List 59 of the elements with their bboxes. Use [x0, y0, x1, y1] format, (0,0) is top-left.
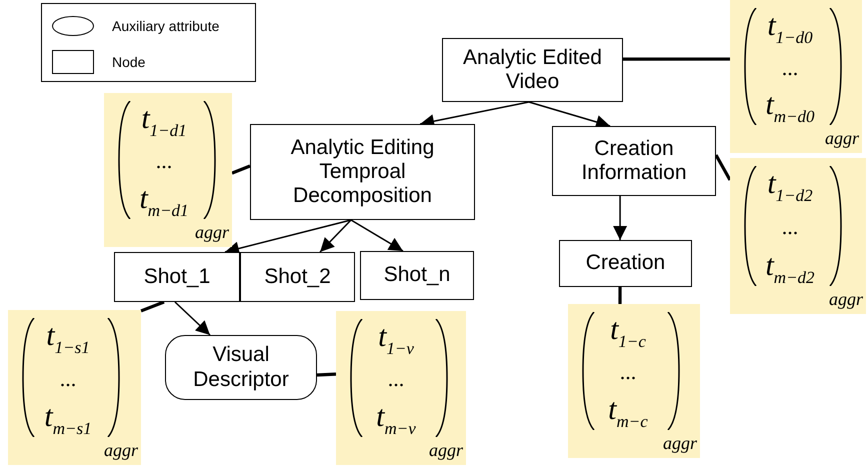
legend-label: Auxiliary attribute	[112, 18, 220, 34]
connector-line	[140, 300, 165, 312]
vector-entry: t$_{m−c}$	[608, 392, 648, 432]
connector-line	[231, 164, 251, 175]
vector-entry: t$_{1−d2}$	[767, 166, 813, 206]
node-label: Analytic Edited Video	[462, 46, 603, 94]
node-box	[442, 38, 623, 102]
node-box	[552, 126, 716, 196]
subscript-label: aggr	[428, 440, 463, 461]
connector-line	[623, 57, 730, 61]
node-label: Creation	[586, 251, 666, 276]
ellipsis: ...	[156, 150, 172, 172]
node-label: Creation Information	[580, 136, 688, 186]
ellipsis: ...	[60, 368, 76, 390]
vector-entry: t$_{m−d0}$	[765, 86, 815, 127]
arrow	[174, 301, 210, 336]
vector-entry: t$_{1−s1}$	[46, 318, 90, 358]
connector-line	[618, 287, 622, 304]
vector-entry: t$_{1−c}$	[610, 312, 646, 352]
ellipsis: ...	[782, 56, 798, 78]
connector-line	[714, 154, 732, 181]
vector-entry: t$_{1−d1}$	[141, 101, 187, 142]
node-label: Analytic Editing Temproal Decomposition	[290, 136, 436, 208]
vector-entry: t$_{m−d2}$	[765, 248, 815, 288]
ellipsis: ...	[782, 216, 798, 238]
node-box	[360, 251, 474, 300]
vector-entry: t$_{m−s1}$	[44, 398, 92, 439]
attribute-vector-panel	[336, 311, 466, 465]
vector-entry: t$_{1−d0}$	[767, 8, 813, 48]
node-label: Shot_1	[144, 264, 210, 290]
subscript-label: aggr	[104, 440, 138, 461]
subscript-label: aggr	[662, 433, 697, 454]
ellipsis: ...	[620, 361, 636, 383]
ellipsis: ...	[388, 368, 404, 390]
subscript-label: aggr	[194, 222, 229, 243]
arrow	[613, 196, 628, 240]
node-box	[114, 252, 240, 302]
attribute-vector-panel	[730, 158, 866, 314]
node-box	[240, 252, 355, 302]
subscript-label: aggr	[824, 128, 859, 149]
attribute-vector-panel	[104, 93, 232, 247]
arrow	[528, 101, 610, 129]
subscript-label: aggr	[828, 289, 863, 310]
node-box	[250, 124, 475, 220]
node-label: Shot_n	[384, 263, 450, 288]
arrow	[350, 219, 404, 252]
vector-entry: t$_{m−v}$	[376, 398, 416, 439]
connector-line	[316, 372, 336, 377]
attribute-vector-panel	[730, 0, 862, 153]
node-label: Shot_2	[264, 264, 331, 290]
legend-label: Node	[112, 54, 146, 70]
node-label: Visual Descriptor	[192, 343, 290, 392]
vector-entry: t$_{1−v}$	[378, 319, 414, 360]
attribute-box	[165, 335, 317, 400]
arrow	[320, 219, 352, 253]
node-box	[559, 240, 692, 287]
attribute-vector-panel	[8, 310, 141, 465]
attribute-vector-panel	[568, 304, 700, 458]
vector-entry: t$_{m−d1}$	[139, 180, 189, 221]
